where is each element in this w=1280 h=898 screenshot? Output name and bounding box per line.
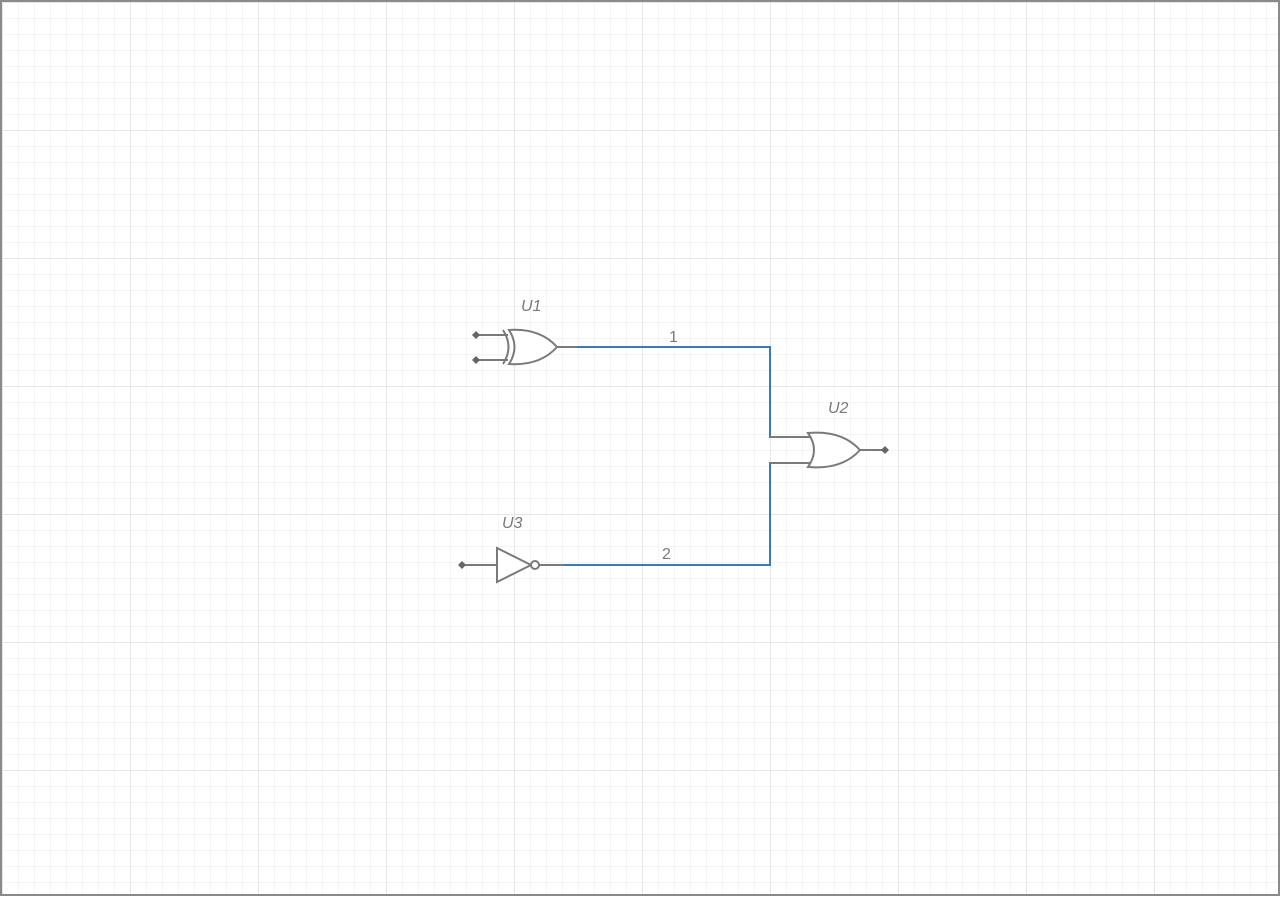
xor-gate-body-icon (507, 328, 559, 366)
component-ref-u1: U1 (521, 298, 541, 315)
u2-output-endpoint-icon (881, 446, 889, 454)
or-gate-u2[interactable]: U2 (770, 400, 889, 469)
u1-input-b-endpoint-icon (472, 356, 480, 364)
not-gate-body-icon (496, 546, 534, 584)
not-gate-u3[interactable]: U3 (458, 515, 564, 584)
component-ref-u3: U3 (502, 515, 523, 532)
net-label-1: 1 (669, 329, 678, 346)
net-label-2: 2 (662, 546, 671, 563)
xor-gate-extra-arc-icon (502, 329, 510, 365)
not-gate-bubble-icon (530, 560, 540, 570)
or-gate-body-icon (806, 431, 862, 469)
wire-net-1[interactable] (578, 346, 810, 438)
component-ref-u2: U2 (828, 400, 849, 417)
xor-gate-u1[interactable]: U1 (472, 298, 578, 366)
u1-input-a-endpoint-icon (472, 331, 480, 339)
wire-net-2[interactable] (564, 462, 810, 566)
u3-input-endpoint-icon (458, 561, 466, 569)
